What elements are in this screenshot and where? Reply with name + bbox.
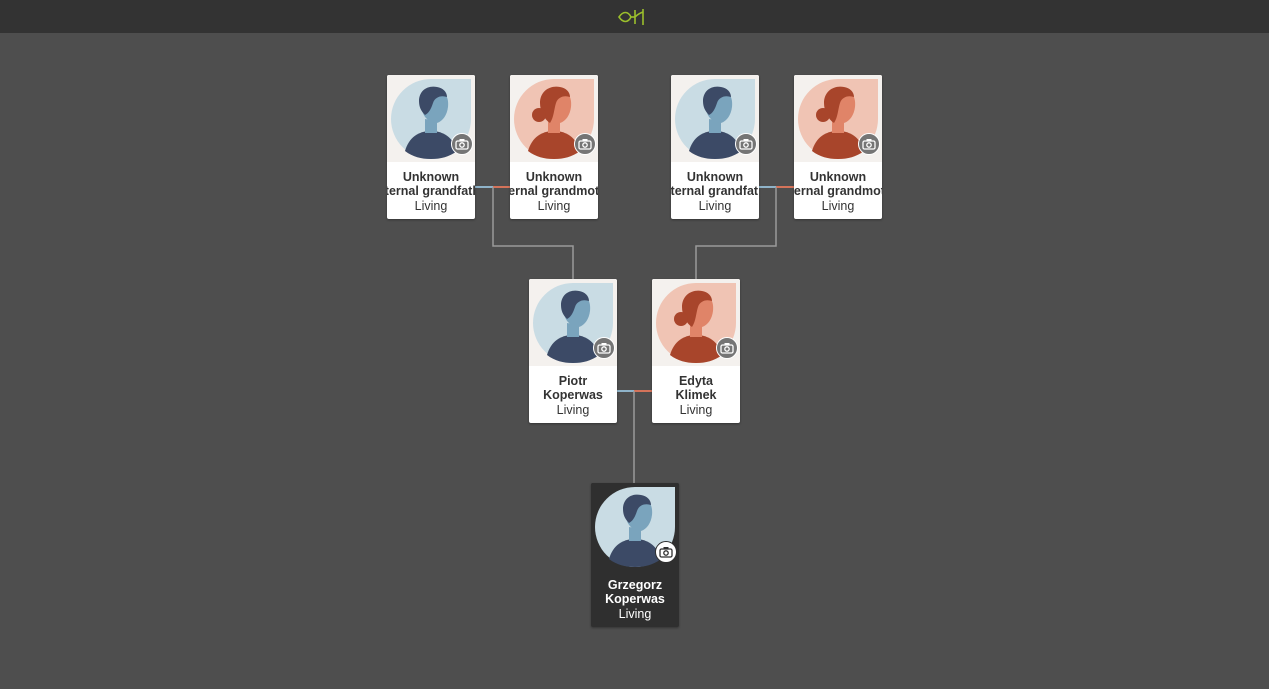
- person-second-name: maternal grandfather: [671, 184, 759, 198]
- person-status: Living: [556, 403, 590, 417]
- person-second-name: Koperwas: [543, 388, 603, 402]
- person-second-name: paternal grandfather: [387, 184, 475, 198]
- person-name: Unknown paternal grandmother: [510, 170, 598, 198]
- person-status: Living: [537, 199, 571, 213]
- add-photo-camera-icon[interactable]: [716, 337, 738, 359]
- photo-area: [671, 75, 759, 162]
- add-photo-camera-icon[interactable]: [655, 541, 677, 563]
- photo-area: [794, 75, 882, 162]
- person-card-maternal-grandfather[interactable]: Unknown maternal grandfather Living: [671, 75, 759, 219]
- person-first-name: Unknown: [686, 170, 744, 184]
- person-name: Grzegorz Koperwas: [591, 578, 679, 606]
- person-first-name: Edyta: [678, 374, 714, 388]
- person-name: Unknown paternal grandfather: [387, 170, 475, 198]
- photo-area: [591, 483, 679, 570]
- person-status: Living: [414, 199, 448, 213]
- add-photo-camera-icon[interactable]: [858, 133, 880, 155]
- top-bar: [0, 0, 1269, 33]
- person-status: Living: [821, 199, 855, 213]
- person-second-name: Klimek: [675, 388, 717, 402]
- person-status: Living: [698, 199, 732, 213]
- person-card-mother[interactable]: Edyta Klimek Living: [652, 279, 740, 423]
- person-first-name: Unknown: [809, 170, 867, 184]
- person-second-name: maternal grandmother: [794, 184, 882, 198]
- female-avatar-icon: [656, 283, 736, 363]
- person-second-name: paternal grandmother: [510, 184, 598, 198]
- photo-area: [529, 279, 617, 366]
- person-card-maternal-grandmother[interactable]: Unknown maternal grandmother Living: [794, 75, 882, 219]
- ancestry-leaf-logo-icon[interactable]: [617, 6, 647, 28]
- person-first-name: Unknown: [402, 170, 460, 184]
- person-first-name: Unknown: [525, 170, 583, 184]
- person-card-home-person[interactable]: Grzegorz Koperwas Living: [591, 483, 679, 627]
- person-name: Piotr Koperwas: [529, 374, 617, 402]
- person-status: Living: [679, 403, 713, 417]
- person-name: Unknown maternal grandmother: [794, 170, 882, 198]
- person-status: Living: [618, 607, 652, 621]
- person-card-paternal-grandmother[interactable]: Unknown paternal grandmother Living: [510, 75, 598, 219]
- person-first-name: Grzegorz: [607, 578, 663, 592]
- add-photo-camera-icon[interactable]: [593, 337, 615, 359]
- photo-area: [510, 75, 598, 162]
- photo-area: [387, 75, 475, 162]
- add-photo-camera-icon[interactable]: [451, 133, 473, 155]
- person-name: Edyta Klimek: [652, 374, 740, 402]
- add-photo-camera-icon[interactable]: [574, 133, 596, 155]
- person-first-name: Piotr: [558, 374, 588, 388]
- person-second-name: Koperwas: [605, 592, 665, 606]
- photo-area: [652, 279, 740, 366]
- male-avatar-icon: [391, 79, 471, 159]
- person-card-father[interactable]: Piotr Koperwas Living: [529, 279, 617, 423]
- person-name: Unknown maternal grandfather: [671, 170, 759, 198]
- person-card-paternal-grandfather[interactable]: Unknown paternal grandfather Living: [387, 75, 475, 219]
- add-photo-camera-icon[interactable]: [735, 133, 757, 155]
